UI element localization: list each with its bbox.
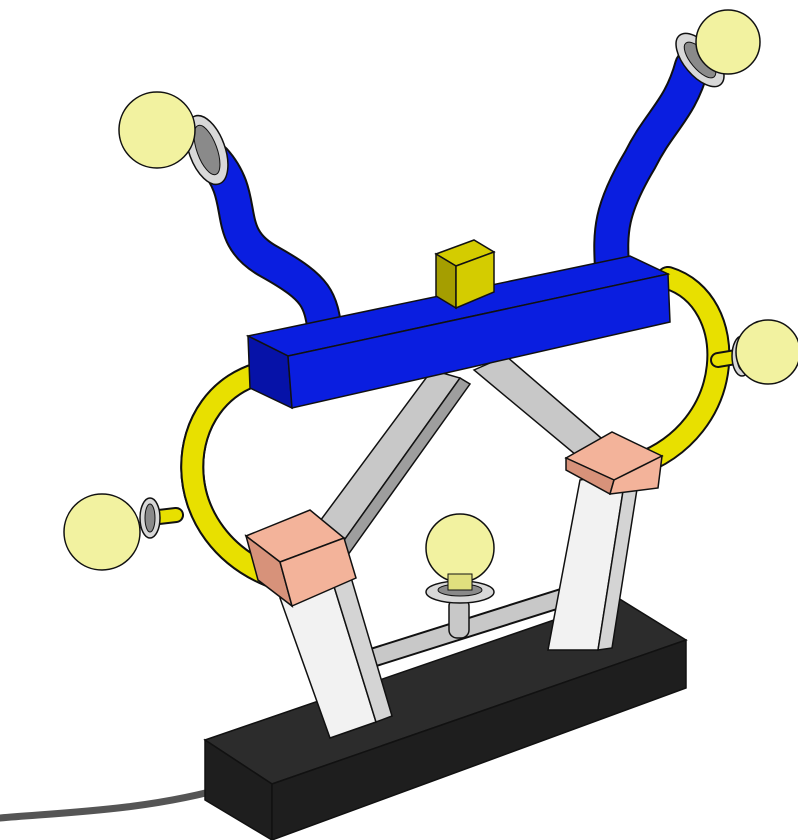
bulb-icon [675,9,761,88]
bulb-icon [731,319,798,385]
right-peach-cube [564,431,664,496]
bulb-icon [425,513,495,604]
gold-block [434,239,496,310]
right-blue-arm [595,50,708,284]
power-cord-icon [0,782,236,822]
left-peach-cube [244,509,357,608]
left-white-leg [279,573,393,739]
bulb-icon [63,493,161,571]
bulb-icon [118,91,229,186]
left-blue-arm [198,144,342,352]
